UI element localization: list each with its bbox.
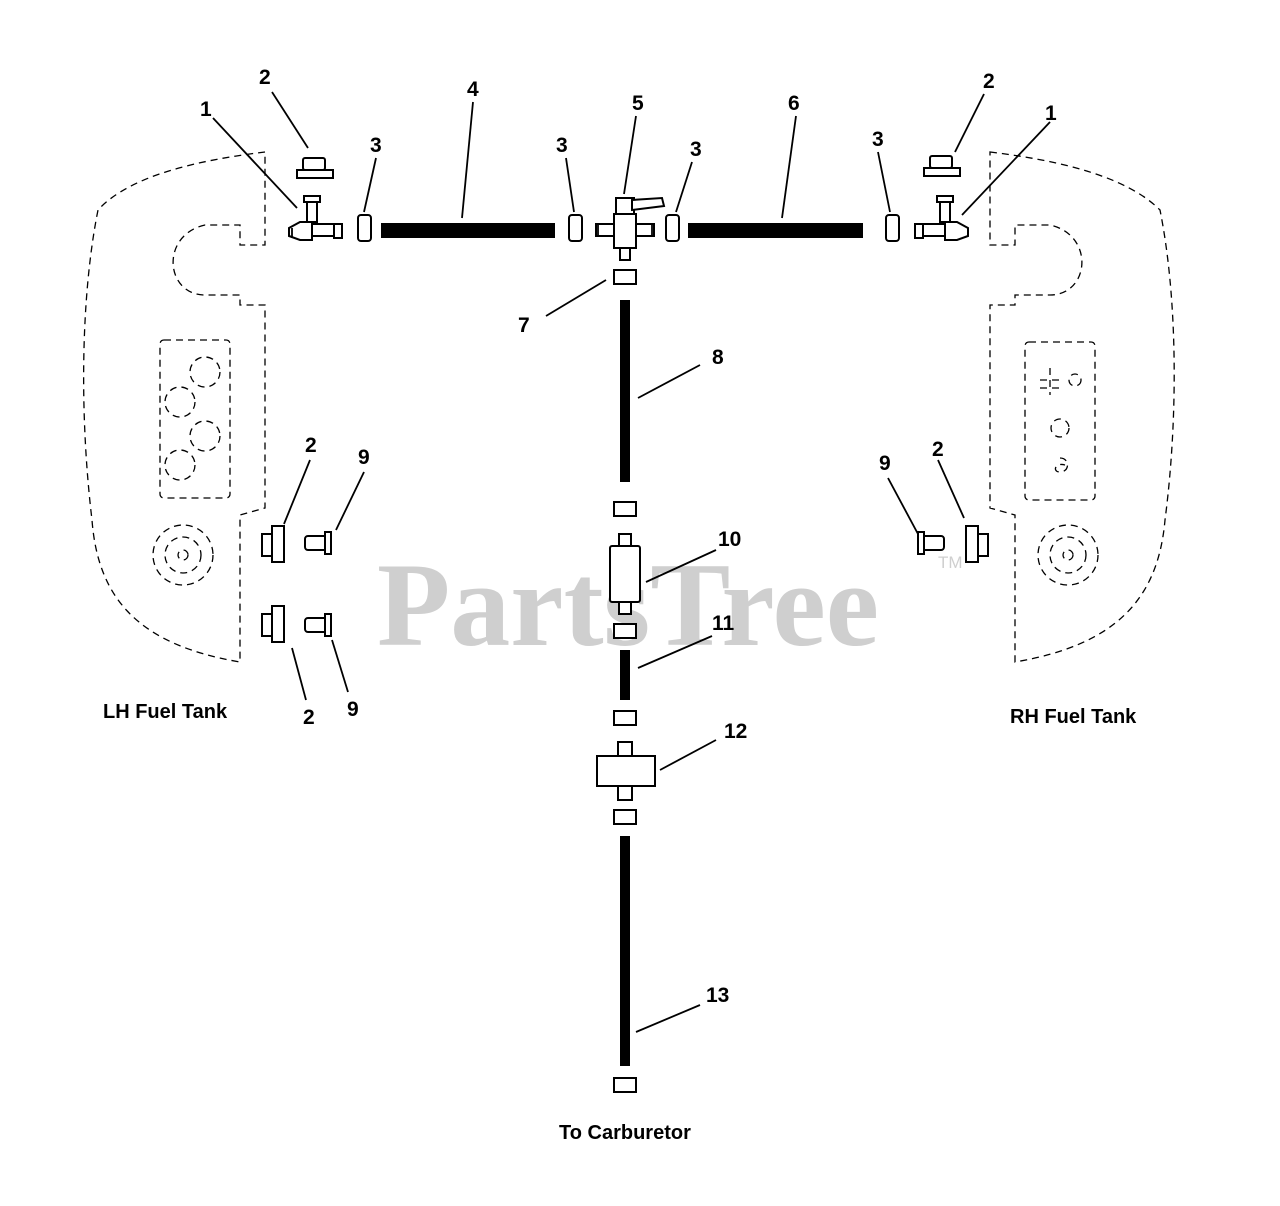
lh-shutoff-elbow-part [288, 195, 343, 241]
rh-fuel-tank-outline [989, 151, 1175, 663]
callout-1-lh: 1 [200, 98, 212, 121]
side-grommet-part [261, 525, 989, 643]
short-fuel-hose [620, 650, 630, 700]
callout-1-rh: 1 [1045, 102, 1057, 125]
hose-clamp-part [357, 214, 900, 242]
callout-2-mid-rh: 2 [932, 438, 944, 461]
callout-7: 7 [518, 314, 530, 337]
callout-3-d: 3 [872, 128, 884, 151]
fuel-pump-part [596, 741, 656, 801]
rh-fuel-tank-caption: RH Fuel Tank [1010, 706, 1137, 728]
watermark-trademark: TM [938, 553, 963, 572]
callout-12: 12 [724, 720, 747, 743]
lh-fuel-tank-outline [82, 151, 266, 663]
tee-shutoff-valve-part [595, 196, 666, 261]
fuel-filter-part [609, 533, 641, 615]
callout-2-bot-lh: 2 [303, 706, 315, 729]
rh-fuel-hose [688, 223, 863, 238]
callout-4: 4 [467, 78, 479, 101]
callout-6: 6 [788, 92, 800, 115]
callout-2-mid-lh: 2 [305, 434, 317, 457]
fuel-bushing-part [304, 531, 945, 637]
leader-lines [212, 91, 1051, 1033]
rh-top-grommet-part [923, 155, 961, 177]
callout-9-bot-lh: 9 [347, 698, 359, 721]
callout-5: 5 [632, 92, 644, 115]
callout-9-mid-rh: 9 [879, 452, 891, 475]
callout-2-top-rh: 2 [983, 70, 995, 93]
callout-3-c: 3 [690, 138, 702, 161]
hose-clip-part [613, 269, 637, 1093]
lh-top-grommet-part [296, 157, 334, 179]
lh-fuel-hose [381, 223, 555, 238]
center-fuel-hose [620, 300, 630, 482]
callout-13: 13 [706, 984, 729, 1007]
callout-9-mid-lh: 9 [358, 446, 370, 469]
carburetor-fuel-hose [620, 836, 630, 1066]
callout-3-a: 3 [370, 134, 382, 157]
callout-10: 10 [718, 528, 741, 551]
lh-fuel-tank-caption: LH Fuel Tank [103, 701, 228, 723]
callout-8: 8 [712, 346, 724, 369]
callout-3-b: 3 [556, 134, 568, 157]
to-carburetor-caption: To Carburetor [559, 1122, 691, 1144]
callout-numbers: 1 2 3 4 3 5 3 6 3 2 1 7 8 2 9 9 2 10 11 … [200, 66, 1057, 1007]
callout-2-top-lh: 2 [259, 66, 271, 89]
callout-11: 11 [712, 612, 735, 635]
rh-shutoff-elbow-part [914, 195, 969, 241]
